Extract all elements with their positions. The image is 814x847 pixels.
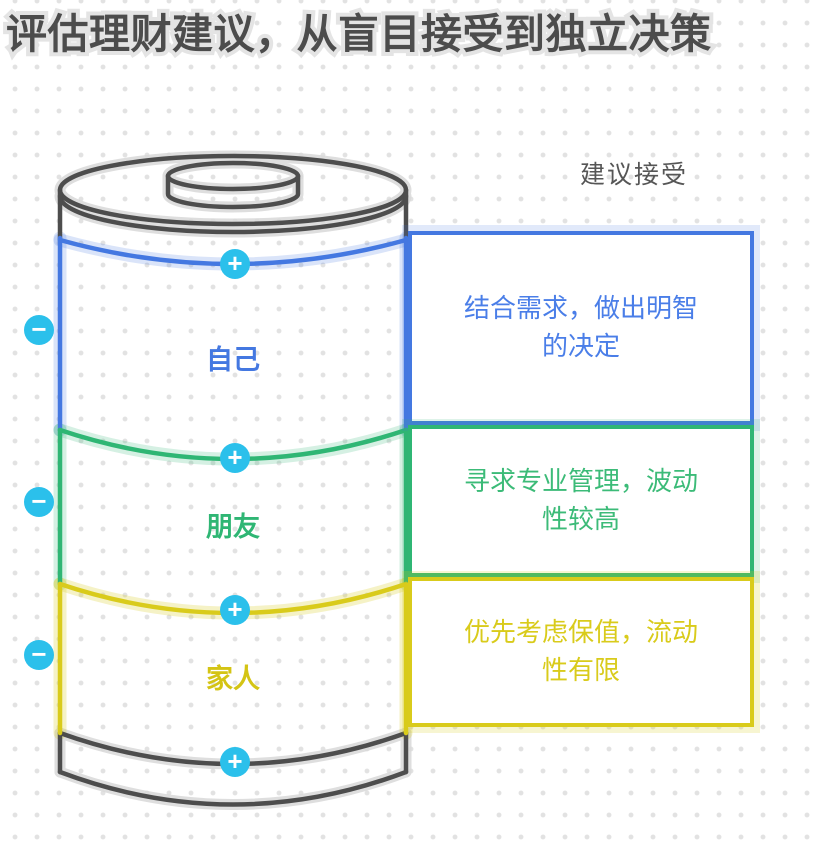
plus-button-family[interactable]: +	[220, 595, 250, 625]
note-box-friends[interactable]: 寻求专业管理，波动 性较高	[408, 425, 754, 577]
battery-top-outline	[57, 153, 409, 243]
minus-button-family[interactable]: −	[24, 640, 54, 670]
plus-icon: +	[227, 594, 243, 624]
plus-icon: +	[227, 442, 243, 472]
note-box-self[interactable]: 结合需求，做出明智 的决定	[408, 231, 754, 425]
minus-icon: −	[31, 314, 47, 344]
note-text-family: 优先考虑保值，流动 性有限	[463, 617, 698, 685]
minus-icon: −	[31, 486, 47, 516]
plus-button-friends[interactable]: +	[220, 443, 250, 473]
plus-button-bottom[interactable]: +	[220, 747, 250, 777]
accept-advice-label: 建议接受	[580, 161, 689, 189]
segment-label-self: 自己	[206, 345, 260, 375]
minus-button-friends[interactable]: −	[24, 487, 54, 517]
segment-label-family: 家人	[206, 664, 260, 694]
minus-button-self[interactable]: −	[24, 315, 54, 345]
plus-icon: +	[227, 746, 243, 776]
segment-label-friends: 朋友	[206, 512, 260, 542]
plus-button-self[interactable]: +	[220, 249, 250, 279]
note-text-self: 结合需求，做出明智 的决定	[463, 293, 698, 361]
note-text-friends: 寻求专业管理，波动 性较高	[463, 466, 698, 534]
minus-icon: −	[31, 639, 47, 669]
plus-icon: +	[227, 248, 243, 278]
page-title: 评估理财建议，从盲目接受到独立决策	[2, 7, 715, 61]
note-box-family[interactable]: 优先考虑保值，流动 性有限	[408, 577, 754, 727]
